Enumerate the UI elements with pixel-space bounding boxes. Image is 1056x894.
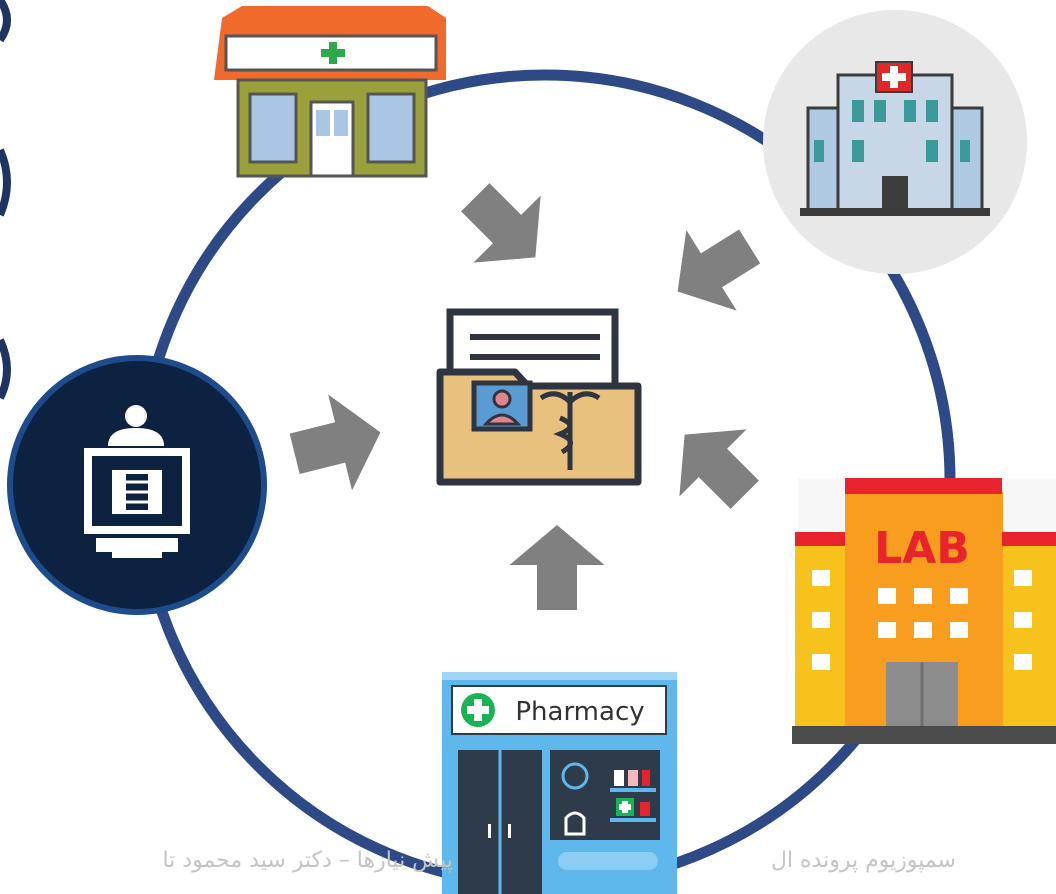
caduceus-icon [539, 391, 601, 470]
footer-caption-left: پیش نیازها – دکتر سید محمود تا [162, 848, 453, 873]
edge-ring-segment-3 [0, 338, 11, 400]
lab-sign-text: LAB [874, 523, 970, 574]
footer-caption-right: سمپوزیوم پرونده ال [770, 848, 956, 873]
arrow-from-clinic [461, 183, 541, 263]
pharmacy-sign-text: Pharmacy [515, 697, 644, 727]
footer-caption: سمپوزیوم پرونده ال پیش نیازها – دکتر سید… [0, 842, 1056, 882]
medical-folder-icon [436, 308, 642, 486]
arrow-from-xray [289, 394, 381, 491]
clinic-building-icon [214, 6, 446, 178]
arrow-from-pharmacy [509, 525, 605, 610]
arrows-group [289, 183, 761, 610]
arrow-from-hospital [677, 229, 761, 311]
edge-ring-segment-1 [0, 0, 11, 43]
hospital-building-icon [763, 10, 1027, 274]
xray-icon [7, 355, 267, 615]
lab-building-icon: LAB [792, 478, 1056, 744]
arrow-from-lab [679, 429, 759, 509]
pharmacy-building-icon: Pharmacy [442, 672, 677, 894]
edge-ring-segment-2 [0, 148, 11, 217]
